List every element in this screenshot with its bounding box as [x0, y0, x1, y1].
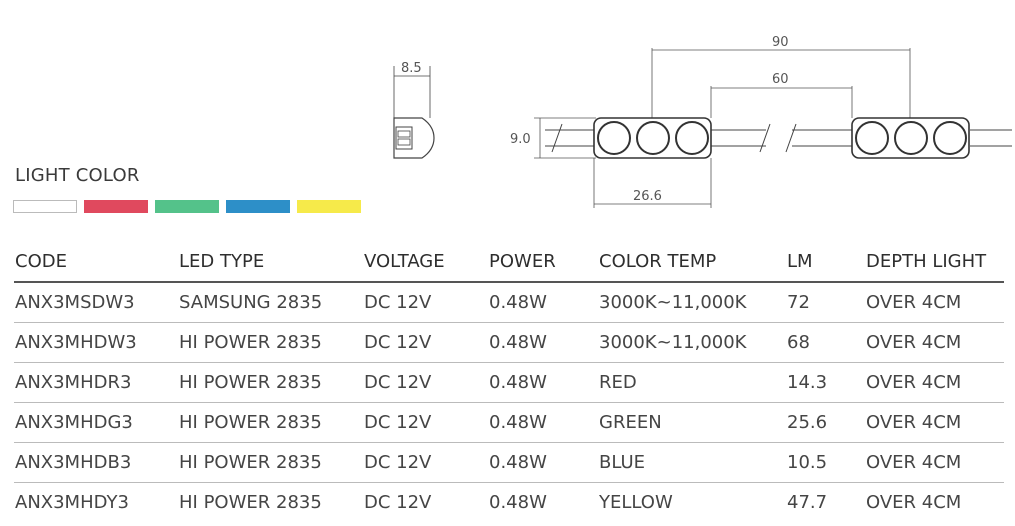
led-module-drawing: 8.5 9.0 90 60 26.6 — [393, 35, 1012, 208]
cell-voltage: DC 12V — [364, 492, 432, 513]
cell-power: 0.48W — [488, 442, 598, 483]
cell-lm: 72 — [786, 282, 865, 323]
cell-code: ANX3MHDG3 — [14, 402, 178, 443]
cell-power: 0.48W — [489, 492, 547, 513]
cell-code: ANX3MHDW3 — [14, 322, 178, 363]
module-length-dim: 26.6 — [633, 189, 662, 204]
col-depth-light: DEPTH LIGHT — [865, 243, 1004, 283]
cell-lm: 47.7 — [787, 492, 828, 513]
cell-led-type: SAMSUNG 2835 — [178, 282, 363, 323]
cell-color-temp: GREEN — [598, 402, 786, 443]
cell-voltage: DC 12V — [363, 402, 488, 443]
col-color-temp: COLOR TEMP — [598, 243, 786, 283]
cell-color-temp: 3000K~11,000K — [598, 282, 786, 323]
led-module-left — [593, 117, 712, 159]
swatch-red — [84, 200, 148, 213]
cell-color-temp: YELLOW — [599, 492, 673, 513]
cell-lm: 25.6 — [786, 402, 865, 443]
cell-code: ANX3MHDR3 — [14, 362, 178, 403]
cell-voltage: DC 12V — [363, 362, 488, 403]
cell-code: ANX3MHDB3 — [14, 442, 178, 483]
spec-table: CODE LED TYPE VOLTAGE POWER COLOR TEMP L… — [14, 243, 1004, 522]
swatch-blue — [226, 200, 290, 213]
cell-led-type: HI POWER 2835 — [178, 362, 363, 403]
cell-depth-light: OVER 4CM — [865, 322, 1004, 363]
cell-code: ANX3MHDY3 — [15, 492, 129, 513]
pitch-dim: 60 — [772, 72, 789, 87]
swatch-white — [13, 200, 77, 213]
cell-depth-light: OVER 4CM — [866, 492, 962, 513]
light-color-title: LIGHT COLOR — [15, 165, 140, 186]
cell-color-temp: RED — [598, 362, 786, 403]
cell-led-type: HI POWER 2835 — [178, 322, 363, 363]
cell-led-type: HI POWER 2835 — [179, 492, 322, 513]
cell-depth-light: OVER 4CM — [865, 402, 1004, 443]
swatch-yellow — [297, 200, 361, 213]
cell-depth-light: OVER 4CM — [865, 282, 1004, 323]
table-header-row: CODE LED TYPE VOLTAGE POWER COLOR TEMP L… — [14, 243, 1004, 283]
table-row: ANX3MHDB3 HI POWER 2835 DC 12V 0.48W BLU… — [14, 442, 1004, 483]
swatch-green — [155, 200, 219, 213]
cell-color-temp: 3000K~11,000K — [598, 322, 786, 363]
table-row: ANX3MHDR3 HI POWER 2835 DC 12V 0.48W RED… — [14, 362, 1004, 403]
side-width-dim: 8.5 — [401, 61, 422, 76]
table-row: ANX3MHDY3 HI POWER 2835 DC 12V 0.48W YEL… — [14, 483, 1004, 523]
color-swatches — [13, 200, 361, 213]
side-view — [393, 66, 435, 159]
col-power: POWER — [488, 243, 598, 283]
table-row: ANX3MHDW3 HI POWER 2835 DC 12V 0.48W 300… — [14, 322, 1004, 363]
total-length-dim: 90 — [772, 35, 789, 50]
cell-lm: 10.5 — [786, 442, 865, 483]
col-lm: LM — [786, 243, 865, 283]
cell-code: ANX3MSDW3 — [14, 282, 178, 323]
cell-depth-light: OVER 4CM — [865, 442, 1004, 483]
cell-lm: 68 — [786, 322, 865, 363]
led-module-right — [851, 117, 970, 159]
col-code: CODE — [14, 243, 178, 283]
table-row: ANX3MHDG3 HI POWER 2835 DC 12V 0.48W GRE… — [14, 402, 1004, 443]
cell-lm: 14.3 — [786, 362, 865, 403]
table-row: ANX3MSDW3 SAMSUNG 2835 DC 12V 0.48W 3000… — [14, 282, 1004, 323]
col-led-type: LED TYPE — [178, 243, 363, 283]
cell-power: 0.48W — [488, 282, 598, 323]
cell-voltage: DC 12V — [363, 322, 488, 363]
cell-depth-light: OVER 4CM — [865, 362, 1004, 403]
cell-voltage: DC 12V — [363, 442, 488, 483]
cell-led-type: HI POWER 2835 — [178, 402, 363, 443]
cell-power: 0.48W — [488, 322, 598, 363]
cell-color-temp: BLUE — [598, 442, 786, 483]
col-voltage: VOLTAGE — [363, 243, 488, 283]
cell-voltage: DC 12V — [363, 282, 488, 323]
cell-led-type: HI POWER 2835 — [178, 442, 363, 483]
cell-power: 0.48W — [488, 402, 598, 443]
height-dim: 9.0 — [510, 132, 531, 147]
cell-power: 0.48W — [488, 362, 598, 403]
